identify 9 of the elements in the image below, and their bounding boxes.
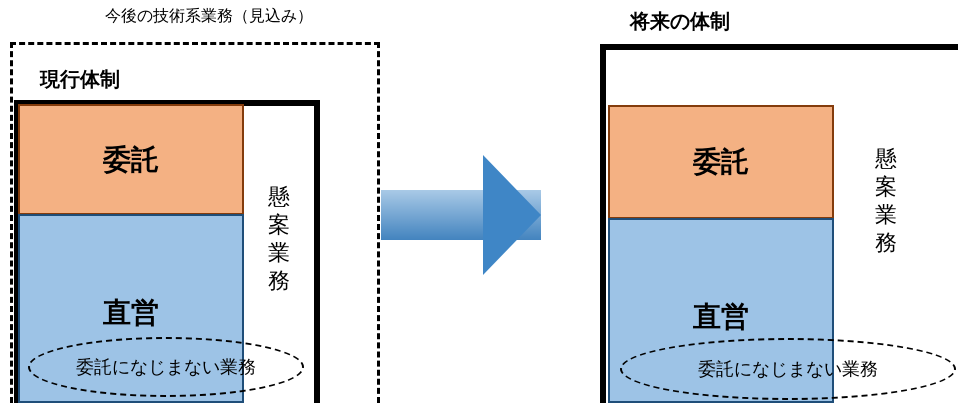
- group-heading: 今後の技術系業務（見込み）: [105, 6, 313, 27]
- group-heading: 現行体制: [40, 66, 120, 93]
- block-arrow: [381, 155, 541, 275]
- label-text: 懸案業務: [268, 184, 291, 296]
- outsourced-block: 委託: [608, 105, 834, 219]
- dashed-ellipse: 委託になじまない業務: [620, 338, 956, 400]
- group-heading: 将来の体制: [630, 8, 730, 35]
- label-text: 懸案業務: [875, 146, 898, 258]
- outsourced-block: 委託: [18, 104, 244, 215]
